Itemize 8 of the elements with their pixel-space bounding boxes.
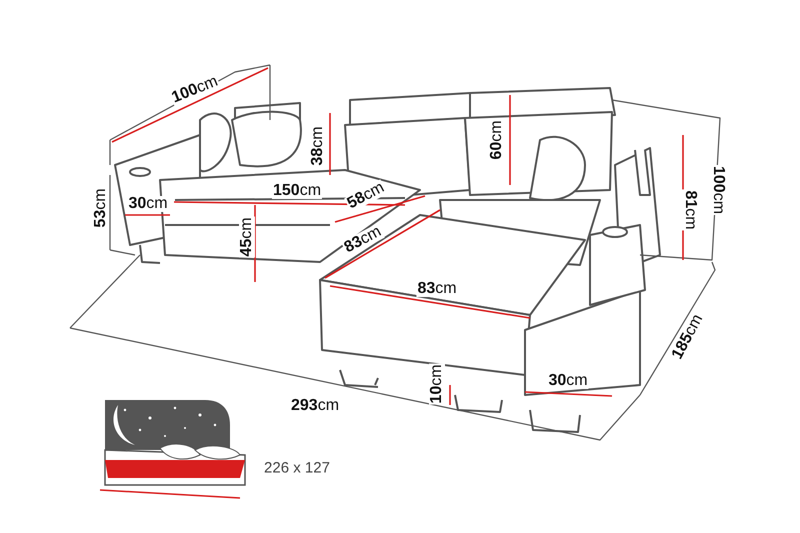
dimension-label: 45cm — [239, 216, 255, 258]
dimension-label: 30cm — [547, 373, 589, 389]
dimension-label: 10cm — [429, 363, 445, 405]
dimension-label: 226 x 127 — [263, 460, 331, 476]
dimension-label: 30cm — [127, 196, 169, 212]
dimension-label: 150cm — [272, 183, 322, 199]
dimension-label: 83cm — [416, 281, 458, 297]
dimension-label: 81cm — [682, 189, 698, 231]
